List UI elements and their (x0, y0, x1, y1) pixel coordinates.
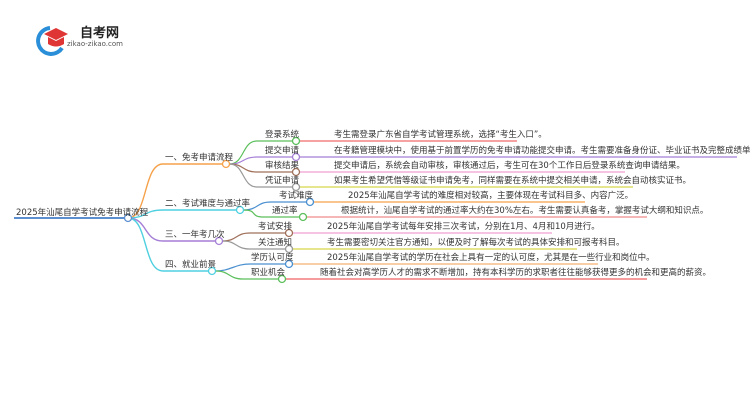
leaf-node[interactable]: 考试难度 (279, 191, 314, 201)
logo-domain: zikao-zikao.com (67, 40, 123, 48)
branch-connector (127, 209, 240, 219)
leaf-description[interactable]: 随着社会对高学历人才的需求不断增加，持有本科学历的求职者往往能够获得更多的机会和… (320, 268, 712, 278)
branch-node-circle[interactable] (221, 159, 231, 169)
branch-node-circle[interactable] (207, 266, 217, 276)
branch-node-circle[interactable] (214, 236, 224, 246)
leaf-node-circle[interactable] (305, 197, 315, 207)
leaf-description[interactable]: 考生需登录广东省自学考试管理系统，选择“考生入口”。 (334, 130, 547, 140)
leaf-connector (222, 240, 289, 250)
leaf-description[interactable]: 如果考生希望凭借等级证书申请免考，同样需要在系统中提交相关申请，系统会自动核实证… (334, 176, 692, 186)
leaf-description[interactable]: 考生需要密切关注官方通知，以便及时了解每次考试的具体安排和可报考科目。 (327, 238, 625, 248)
branch-node[interactable]: 一、免考申请流程 (165, 153, 234, 163)
leaf-node-circle[interactable] (284, 228, 294, 238)
branch-node-circle[interactable] (235, 205, 245, 215)
leaf-node[interactable]: 学历认可度 (251, 253, 294, 263)
branch-connector (127, 217, 212, 272)
leaf-node-circle[interactable] (284, 244, 294, 254)
leaf-node[interactable]: 职业机会 (251, 268, 286, 278)
branch-connector (127, 163, 226, 219)
root-node[interactable]: 2025年汕尾自学考试免考申请流程 (16, 208, 149, 218)
leaf-connector (243, 209, 303, 218)
branch-node[interactable]: 三、一年考几次 (165, 230, 225, 240)
leaf-node[interactable]: 审核结果 (265, 161, 300, 171)
branch-node[interactable]: 二、考试难度与通过率 (165, 199, 251, 209)
leaf-node[interactable]: 关注通知 (258, 238, 293, 248)
leaf-description[interactable]: 根据统计，汕尾自学考试的通过率大约在30%左右。考生需要认真备考，掌握考试大纲和… (341, 206, 709, 216)
root-node-circle[interactable] (123, 213, 133, 223)
leaf-node[interactable]: 凭证申请 (265, 176, 300, 186)
leaf-node-circle[interactable] (284, 259, 294, 269)
leaf-node-circle[interactable] (291, 152, 301, 162)
leaf-node[interactable]: 提交申请 (265, 146, 300, 156)
leaf-node-circle[interactable] (277, 274, 287, 284)
leaf-node-circle[interactable] (291, 167, 301, 177)
leaf-description[interactable]: 在考籍管理模块中，使用基于前置学历的免考申请功能提交申请。考生需要准备身份证、毕… (334, 146, 750, 156)
leaf-description[interactable]: 2025年汕尾自学考试每年安排三次考试，分别在1月、4月和10月进行。 (327, 222, 600, 232)
leaf-node-circle[interactable] (291, 136, 301, 146)
leaf-node[interactable]: 考试安排 (258, 222, 293, 232)
logo-icon (36, 26, 68, 56)
leaf-node[interactable]: 登录系统 (265, 130, 300, 140)
leaf-connector (215, 270, 282, 280)
leaf-description[interactable]: 2025年汕尾自学考试的难度相对较高，主要体现在考试科目多、内容广泛。 (348, 191, 634, 201)
leaf-node[interactable]: 通过率 (272, 206, 298, 216)
logo-name: 自考网 (80, 26, 120, 41)
leaf-connector (229, 163, 296, 188)
leaf-description[interactable]: 2025年汕尾自学考试的学历在社会上具有一定的认可度，尤其是在一些行业和岗位中。 (327, 253, 655, 263)
leaf-node-circle[interactable] (291, 182, 301, 192)
leaf-description[interactable]: 提交申请后，系统会自动审核，审核通过后，考生可在30个工作日后登录系统查询申请结… (334, 161, 685, 171)
leaf-node-circle[interactable] (298, 212, 308, 222)
branch-node[interactable]: 四、就业前景 (165, 260, 217, 270)
